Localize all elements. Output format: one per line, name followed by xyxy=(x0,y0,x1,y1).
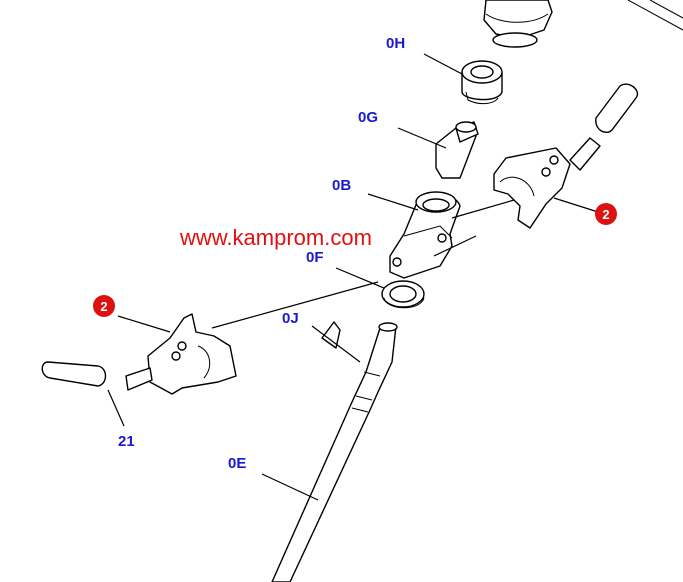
part-0j-key xyxy=(321,321,341,349)
label-0h: 0H xyxy=(386,35,405,52)
label-0e: 0E xyxy=(228,455,246,472)
label-0j: 0J xyxy=(282,310,299,327)
label-0f: 0F xyxy=(306,249,324,266)
watermark-text: www.kamprom.com xyxy=(179,225,372,250)
label-0b: 0B xyxy=(332,177,351,194)
top-housing-part xyxy=(483,0,553,48)
corner-line-2 xyxy=(649,0,683,19)
badge-left-text: 2 xyxy=(100,299,107,314)
part-0f-bearing xyxy=(381,280,425,309)
badge-left: 2 xyxy=(93,295,115,317)
leader-lines xyxy=(107,53,599,501)
label-0g: 0G xyxy=(358,109,378,126)
badge-right: 2 xyxy=(595,203,617,225)
right-lever-assembly xyxy=(493,83,639,229)
part-0b-flange xyxy=(389,191,461,279)
part-0g-pin xyxy=(435,121,479,179)
left-lever-assembly xyxy=(41,313,237,395)
label-21: 21 xyxy=(118,433,135,450)
part-0e-shaft xyxy=(271,322,398,582)
badge-right-text: 2 xyxy=(602,207,609,222)
part-0h-bushing xyxy=(461,60,503,105)
corner-line xyxy=(627,0,683,31)
